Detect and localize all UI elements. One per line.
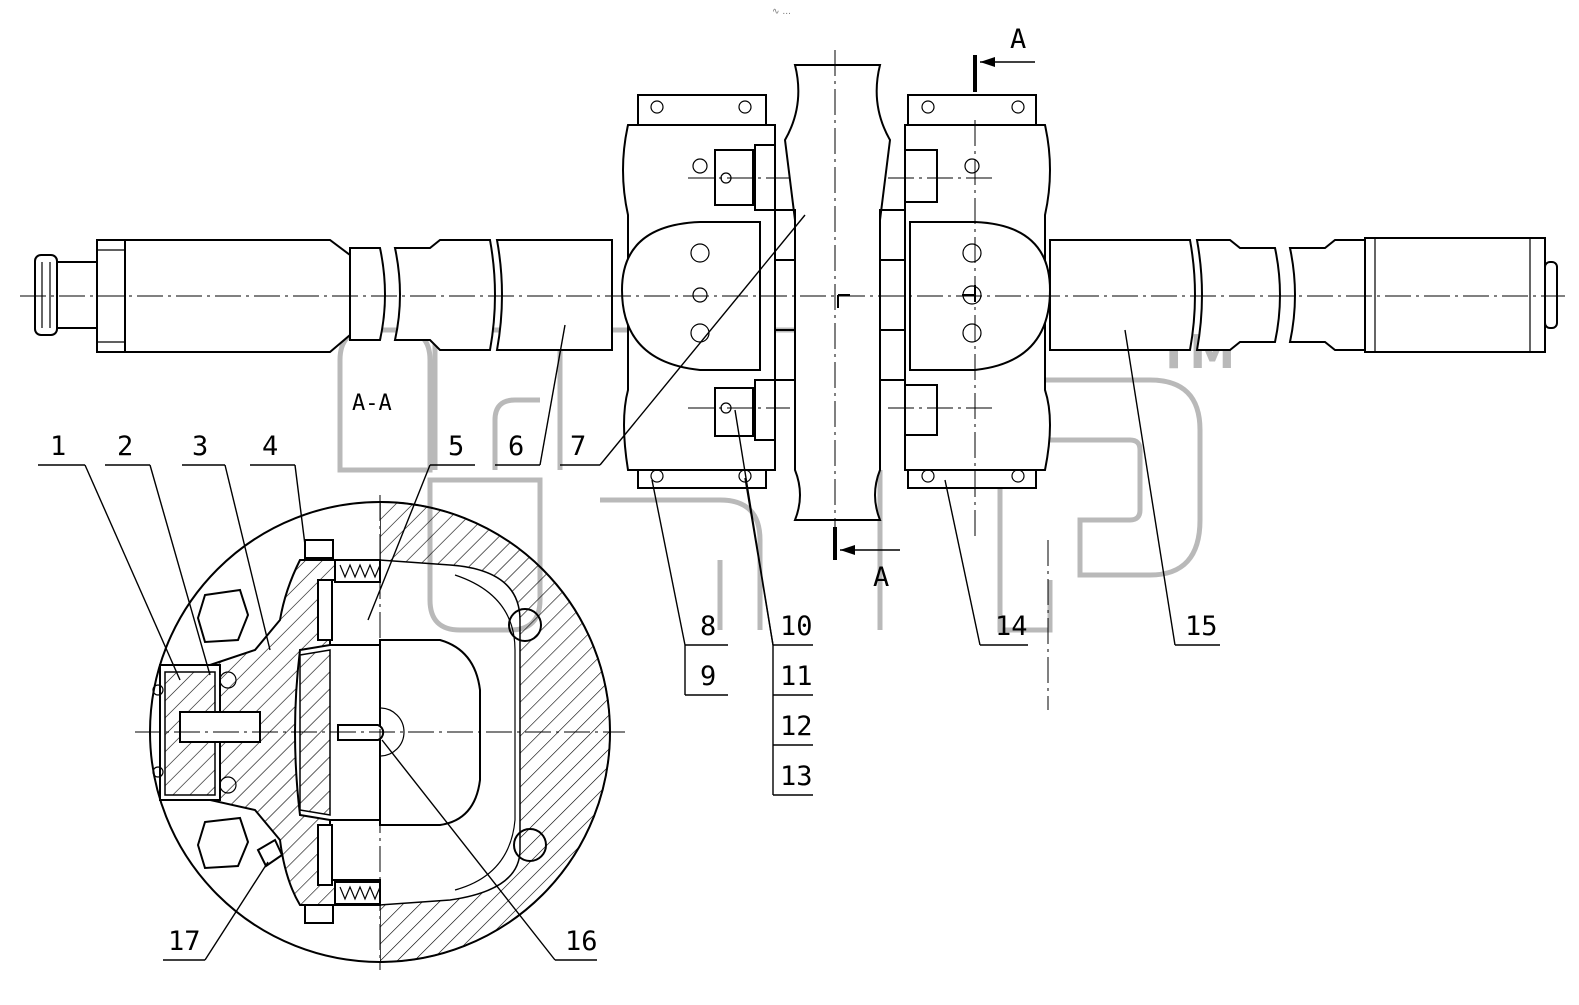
callout-1: 1 <box>38 431 181 681</box>
svg-text:7: 7 <box>570 431 586 462</box>
callout-12: 12 <box>773 711 813 746</box>
callout-7: 7 <box>560 214 806 466</box>
svg-text:3: 3 <box>192 431 208 462</box>
callout-4: 4 <box>250 431 306 546</box>
cut-mark-bottom-label: A <box>873 562 889 593</box>
section-cut-marks: A A <box>833 24 1035 593</box>
svg-text:17: 17 <box>168 926 201 957</box>
callout-16: 16 <box>381 739 598 961</box>
section-title: A-A <box>352 391 392 416</box>
svg-text:4: 4 <box>262 431 278 462</box>
callout-11: 11 <box>773 661 813 696</box>
callout-15: 15 <box>1124 329 1220 646</box>
shaft-assembly <box>20 50 1565 710</box>
svg-text:15: 15 <box>1185 611 1218 642</box>
svg-text:2: 2 <box>117 431 133 462</box>
callout-6: 6 <box>495 324 566 466</box>
svg-text:14: 14 <box>995 611 1028 642</box>
svg-text:16: 16 <box>565 926 598 957</box>
svg-text:12: 12 <box>780 711 813 742</box>
callout-2: 2 <box>105 431 211 676</box>
svg-text:11: 11 <box>780 661 813 692</box>
part-callouts: 1 2 3 4 5 6 7 <box>38 214 1220 961</box>
callout-5: 5 <box>367 431 475 621</box>
svg-text:8: 8 <box>700 611 716 642</box>
svg-text:9: 9 <box>700 661 716 692</box>
svg-text:10: 10 <box>780 611 813 642</box>
svg-text:1: 1 <box>50 431 66 462</box>
loading-indicator: ∿ ... <box>772 7 791 17</box>
watermark-logo: TM <box>337 325 1235 633</box>
callout-3: 3 <box>182 431 271 651</box>
callout-13: 13 <box>734 409 813 796</box>
section-view-a-a: A-A <box>135 391 625 970</box>
callout-14: 14 <box>944 479 1028 646</box>
callout-9: 9 <box>684 645 728 696</box>
callout-17: 17 <box>163 861 269 961</box>
svg-text:6: 6 <box>508 431 524 462</box>
callout-8: 8 <box>651 479 728 646</box>
svg-text:13: 13 <box>780 761 813 792</box>
svg-text:5: 5 <box>448 431 464 462</box>
cut-mark-top-label: A <box>1010 24 1026 55</box>
